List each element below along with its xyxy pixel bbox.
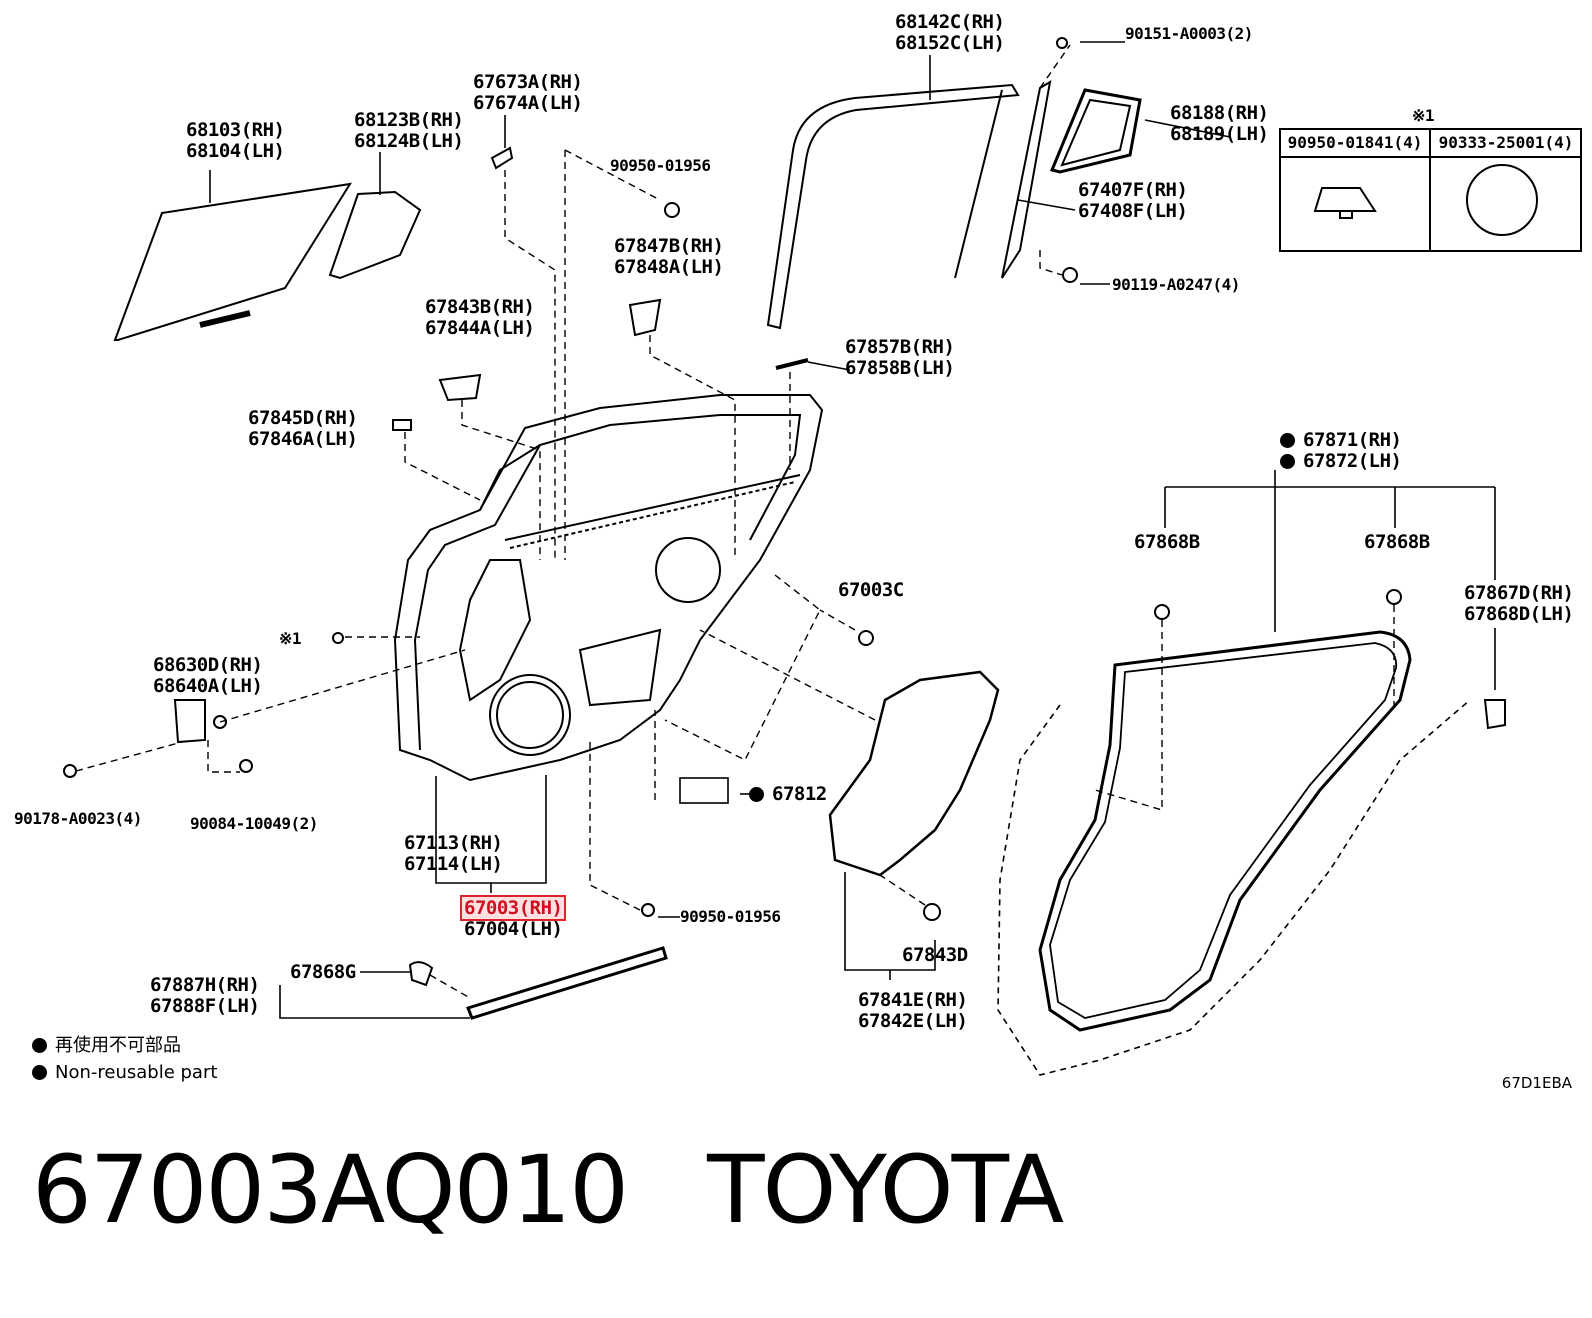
- label-67871: 67871(RH)67872(LH): [1280, 430, 1402, 472]
- label-67841e: 67841E(RH)67842E(LH): [858, 989, 968, 1032]
- fastener-table: 90950-01841(4) 90333-25001(4): [1279, 128, 1582, 252]
- weatherstrip: [997, 630, 1471, 1076]
- label-67812: 67812: [749, 784, 827, 805]
- label-68103: 68103(RH)68104(LH): [186, 119, 285, 162]
- brand-name: TOYOTA: [707, 1136, 1064, 1245]
- spacer-67812: [679, 777, 729, 804]
- label-67887h: 67887H(RH)67888F(LH): [150, 974, 260, 1017]
- label-67003: 67003(RH)67004(LH): [460, 895, 567, 940]
- label-67843d: 67843D: [902, 944, 968, 966]
- label-67868b-right: 67868B: [1364, 531, 1430, 553]
- non-reusable-dot: [1280, 454, 1295, 469]
- highlighted-part-67003: 67003(RH): [460, 895, 567, 921]
- label-90119: 90119-A0247(4): [1112, 275, 1240, 294]
- legend-dot: [32, 1038, 47, 1053]
- label-67868b-left: 67868B: [1134, 531, 1200, 553]
- label-67113: 67113(RH)67114(LH): [404, 832, 503, 875]
- label-67003c: 67003C: [838, 579, 904, 601]
- label-68142c: 68142C(RH)68152C(LH): [895, 11, 1005, 54]
- label-67673a: 67673A(RH)67674A(LH): [473, 71, 583, 114]
- table-divider: [1429, 130, 1431, 250]
- label-67845d: 67845D(RH)67846A(LH): [248, 407, 358, 450]
- label-mark1: ※1: [279, 629, 302, 648]
- label-67857b: 67857B(RH)67858B(LH): [845, 336, 955, 379]
- label-67867d: 67867D(RH)67868D(LH): [1464, 582, 1574, 625]
- small-parts: [63, 37, 1506, 987]
- dashed-leaders: [75, 44, 1395, 999]
- table-icons: [1313, 164, 1538, 236]
- part-number: 67003AQ010: [32, 1136, 629, 1245]
- label-68630d: 68630D(RH)68640A(LH): [153, 654, 263, 697]
- label-67407f: 67407F(RH)67408F(LH): [1078, 179, 1188, 222]
- leader-lines: [209, 41, 1496, 1019]
- door-frame: [393, 394, 824, 782]
- table-note: ※1: [1412, 106, 1435, 125]
- legend-dot: [32, 1065, 47, 1080]
- label-68123b: 68123B(RH)68124B(LH): [354, 109, 464, 152]
- diagram-code: 67D1EBA: [1501, 1074, 1572, 1092]
- label-67843b: 67843B(RH)67844A(LH): [425, 296, 535, 339]
- non-reusable-dot: [749, 787, 764, 802]
- legend-japanese: 再使用不可部品: [32, 1035, 181, 1057]
- service-hole-cover: [828, 670, 1000, 877]
- label-90950-01956-top: 90950-01956: [610, 156, 711, 175]
- page-title: 67003AQ010 TOYOTA: [32, 1136, 1064, 1246]
- label-90151: 90151-A0003(2): [1125, 24, 1253, 43]
- label-67847b: 67847B(RH)67848A(LH): [614, 235, 724, 278]
- window-glass: [113, 182, 422, 341]
- label-90950-01956-bottom: 90950-01956: [680, 907, 781, 926]
- upper-frame-moulding: [766, 80, 1142, 330]
- label-90178: 90178-A0023(4): [14, 809, 142, 828]
- belt-moulding: [466, 946, 668, 1020]
- non-reusable-dot: [1280, 433, 1295, 448]
- table-col2-header: 90333-25001(4): [1431, 130, 1581, 158]
- table-col1-header: 90950-01841(4): [1281, 130, 1429, 158]
- label-68188: 68188(RH)68189(LH): [1170, 102, 1269, 145]
- legend-english: Non-reusable part: [32, 1062, 217, 1084]
- label-67868g: 67868G: [290, 961, 356, 983]
- label-90084: 90084-10049(2): [190, 814, 318, 833]
